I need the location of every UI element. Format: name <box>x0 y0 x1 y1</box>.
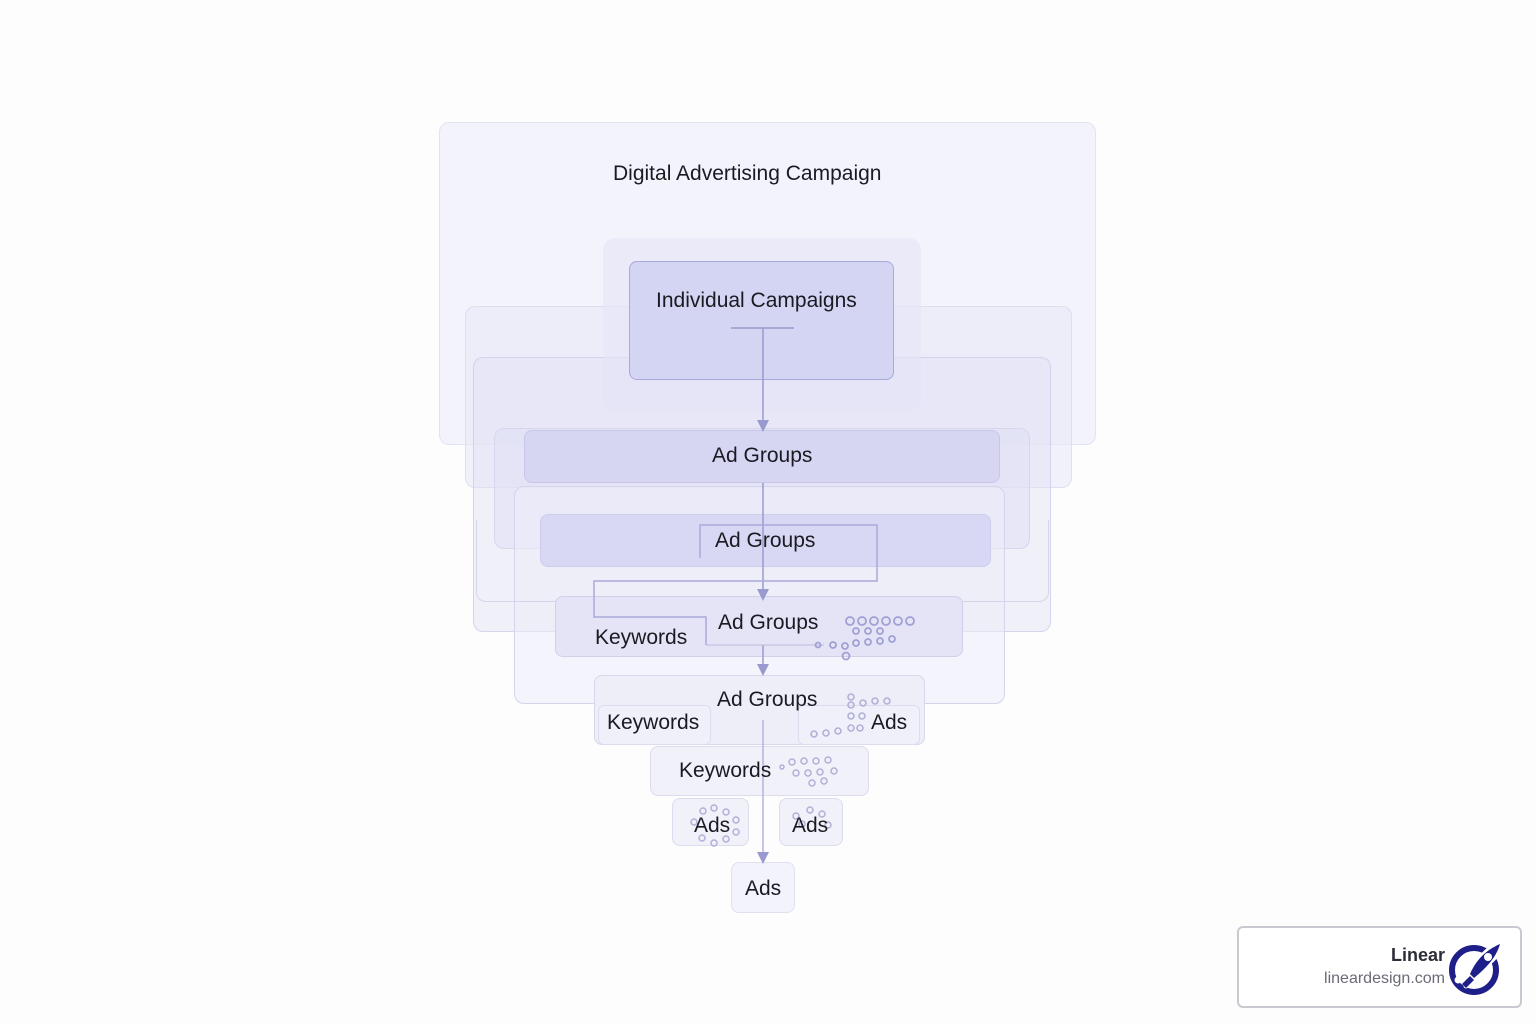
ads-label: Ads <box>745 877 782 900</box>
ads-node <box>731 862 795 913</box>
logo-badge[interactable]: Linear lineardesign.com <box>1237 926 1522 1008</box>
ad-groups-label: Ad Groups <box>717 688 818 711</box>
ad-groups-label: Ad Groups <box>715 529 816 552</box>
ads-label: Ads <box>694 814 731 837</box>
ads-label: Ads <box>871 711 908 734</box>
logo-url: lineardesign.com <box>1324 970 1445 987</box>
keywords-label: Keywords <box>595 626 688 649</box>
individual-campaigns-label: Individual Campaigns <box>656 289 857 312</box>
ad-groups-label: Ad Groups <box>718 611 819 634</box>
individual-campaigns-node <box>629 261 894 380</box>
ads-node <box>779 798 843 846</box>
ads-subnode <box>798 705 920 745</box>
keywords-subnode <box>598 705 711 745</box>
logo-name: Linear <box>1390 945 1445 965</box>
ad-groups-label: Ad Groups <box>712 444 813 467</box>
keywords-label: Keywords <box>679 759 772 782</box>
rocket-icon <box>1449 942 1501 995</box>
keywords-label: Keywords <box>607 711 700 734</box>
ads-label: Ads <box>792 814 829 837</box>
diagram-title: Digital Advertising Campaign <box>613 162 882 185</box>
